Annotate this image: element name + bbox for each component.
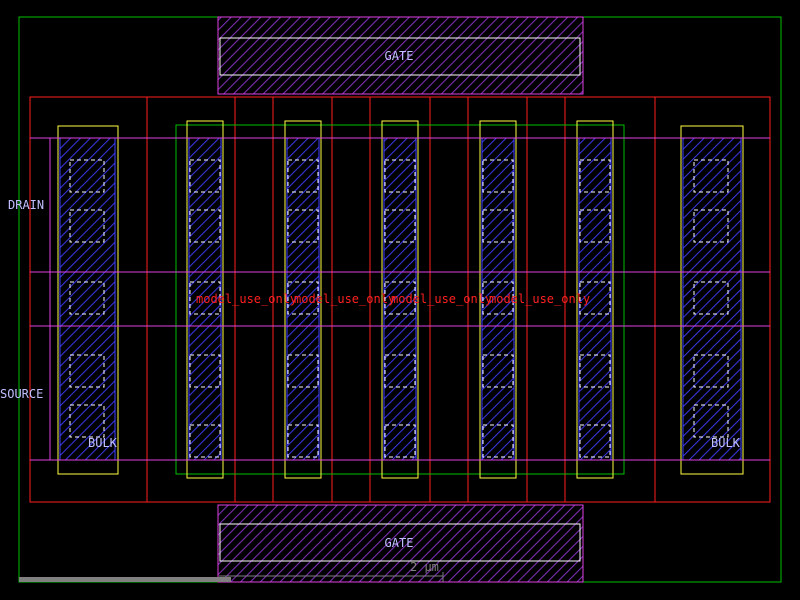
contact [189,281,221,315]
contact [579,354,611,388]
gate-label-bottom: GATE [385,536,414,550]
contact [287,281,319,315]
ruler-icon [19,572,444,582]
bulk-contact [693,281,729,315]
contact [189,159,221,193]
bulk-contact [693,354,729,388]
gate-label-top: GATE [385,49,414,63]
contact [384,354,416,388]
bulk-contact [69,404,105,438]
bulk-contact [693,404,729,438]
bulk-label-right: BULK [711,436,741,450]
gate-pad-bottom[interactable] [217,504,584,583]
scale-label: 2 µm [410,560,439,574]
contact [384,159,416,193]
bulk-contact [69,209,105,243]
bulk-contact [69,281,105,315]
bulk-column-left[interactable] [57,125,119,475]
finger-column[interactable] [576,120,614,479]
model-label-4: model_use_only [489,292,590,306]
contact [189,354,221,388]
contact [287,354,319,388]
bulk-column-right[interactable] [680,125,744,475]
diffusion-layer [29,96,771,503]
contact [482,159,514,193]
drain-label: DRAIN [8,198,44,212]
contact [189,209,221,243]
contact [482,354,514,388]
contact [287,159,319,193]
contact [189,424,221,458]
contact [579,209,611,243]
contact [384,424,416,458]
model-label-2: model_use_only [294,292,395,306]
bulk-contact [69,354,105,388]
finger-column[interactable] [381,120,419,479]
model-label-3: model_use_only [391,292,492,306]
contact [579,159,611,193]
poly-lines [30,137,770,461]
gate-pad-top[interactable] [217,16,584,95]
contact [579,281,611,315]
source-label: SOURCE [0,387,43,401]
model-label-1: model_use_only [196,292,297,306]
contact [287,209,319,243]
contact [579,424,611,458]
contact [482,424,514,458]
bulk-contact [693,159,729,193]
bulk-contact [693,209,729,243]
finger-columns [69,120,729,479]
finger-column[interactable] [479,120,517,479]
contact [482,281,514,315]
active-region [175,124,625,475]
contact [482,209,514,243]
finger-column[interactable] [284,120,322,479]
contact [384,281,416,315]
contact [287,424,319,458]
bulk-contact [69,159,105,193]
finger-column[interactable] [186,120,224,479]
bulk-label-left: BULK [88,436,118,450]
contact [384,209,416,243]
